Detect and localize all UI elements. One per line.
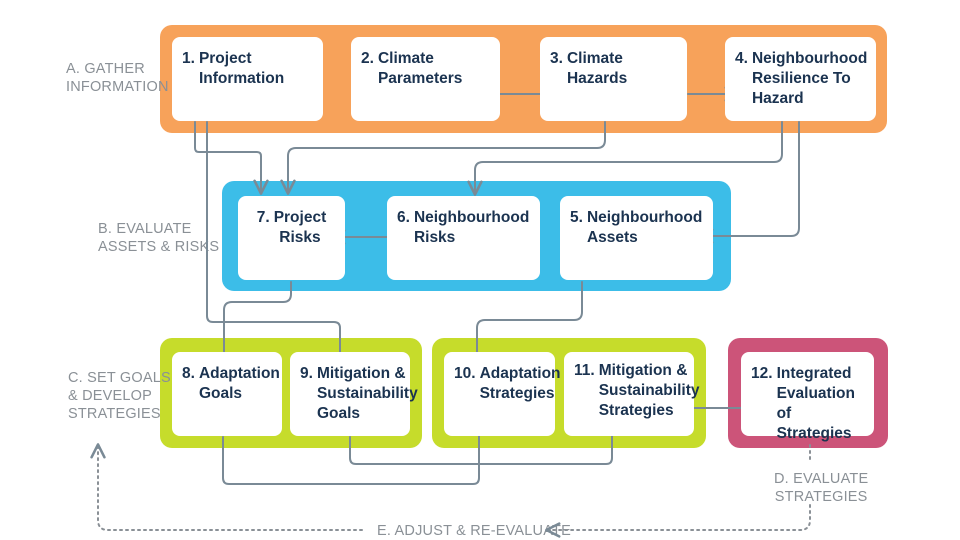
step-3-label: Climate Hazards bbox=[566, 50, 628, 87]
step-1-label: Project Information bbox=[198, 50, 285, 87]
step-12-label: Integrated Evaluation of Strategies bbox=[776, 365, 855, 442]
step-4-label: Neighbourhood Resilience To Hazard bbox=[751, 50, 868, 107]
arrow-1-to-9 bbox=[206, 121, 348, 368]
arrow-3-to-7 bbox=[280, 121, 606, 195]
arrow-9-to-11 bbox=[349, 419, 620, 465]
step-2-number: 2. bbox=[361, 50, 374, 67]
step-10-number: 10. bbox=[454, 365, 476, 382]
step-9-label: Mitigation & Sustainability Goals bbox=[316, 365, 418, 422]
step-1-project-information: 1. Project Information bbox=[172, 37, 323, 121]
step-12-integrated-evaluation: 12. Integrated Evaluation of Strategies bbox=[741, 352, 874, 442]
step-6-neighbourhood-risks: 6. Neighbourhood Risks bbox=[387, 196, 540, 280]
step-2-climate-parameters: 2. Climate Parameters bbox=[351, 37, 500, 121]
feedback-loop-e bbox=[545, 504, 811, 538]
step-10-adaptation-strategies: 10. Adaptation Strategies bbox=[444, 352, 561, 436]
step-7-label: Project Risks bbox=[273, 209, 327, 246]
step-11-number: 11. bbox=[574, 362, 595, 379]
step-6-label: Neighbourhood Risks bbox=[413, 209, 530, 246]
step-10-label: Adaptation Strategies bbox=[479, 365, 561, 402]
step-4-neighbourhood-resilience: 4. Neighbourhood Resilience To Hazard bbox=[725, 37, 876, 121]
step-8-label: Adaptation Goals bbox=[198, 365, 280, 402]
step-4-number: 4. bbox=[735, 50, 748, 67]
arrow-1-to-7 bbox=[194, 121, 269, 195]
step-5-number: 5. bbox=[570, 209, 583, 226]
step-12-number: 12. bbox=[751, 365, 773, 382]
arrow-4-to-5 bbox=[698, 121, 800, 244]
step-7-project-risks: 7. Project Risks bbox=[238, 196, 345, 280]
arrow-5-to-10 bbox=[469, 281, 583, 368]
step-8-number: 8. bbox=[182, 365, 195, 382]
step-3-climate-hazards: 3. Climate Hazards bbox=[540, 37, 687, 121]
stage-a-label: A. GATHER INFORMATION bbox=[66, 61, 169, 95]
arrow-8-to-10 bbox=[222, 419, 487, 485]
step-9-number: 9. bbox=[300, 365, 313, 382]
stage-d-label: D. EVALUATE STRATEGIES bbox=[774, 471, 869, 505]
stage-c-label: C. SET GOALS & DEVELOP STRATEGIES bbox=[68, 370, 171, 422]
arrow-7-to-8 bbox=[216, 281, 292, 368]
step-11-mitigation-sustainability-strategies: 11. Mitigation & Sustainability Strategi… bbox=[564, 352, 699, 436]
step-2-label: Climate Parameters bbox=[377, 50, 463, 87]
step-5-neighbourhood-assets: 5. Neighbourhood Assets bbox=[560, 196, 713, 280]
arrow-4-to-6 bbox=[467, 121, 783, 196]
step-5-label: Neighbourhood Assets bbox=[586, 209, 703, 246]
step-3-number: 3. bbox=[550, 50, 563, 67]
feedback-loop-c bbox=[90, 443, 363, 531]
step-9-mitigation-sustainability-goals: 9. Mitigation & Sustainability Goals bbox=[290, 352, 418, 436]
step-11-label: Mitigation & Sustainability Strategies bbox=[598, 362, 700, 419]
step-8-adaptation-goals: 8. Adaptation Goals bbox=[172, 352, 282, 436]
step-7-number: 7. bbox=[256, 209, 270, 226]
step-6-number: 6. bbox=[397, 209, 410, 226]
step-1-number: 1. bbox=[182, 50, 195, 67]
